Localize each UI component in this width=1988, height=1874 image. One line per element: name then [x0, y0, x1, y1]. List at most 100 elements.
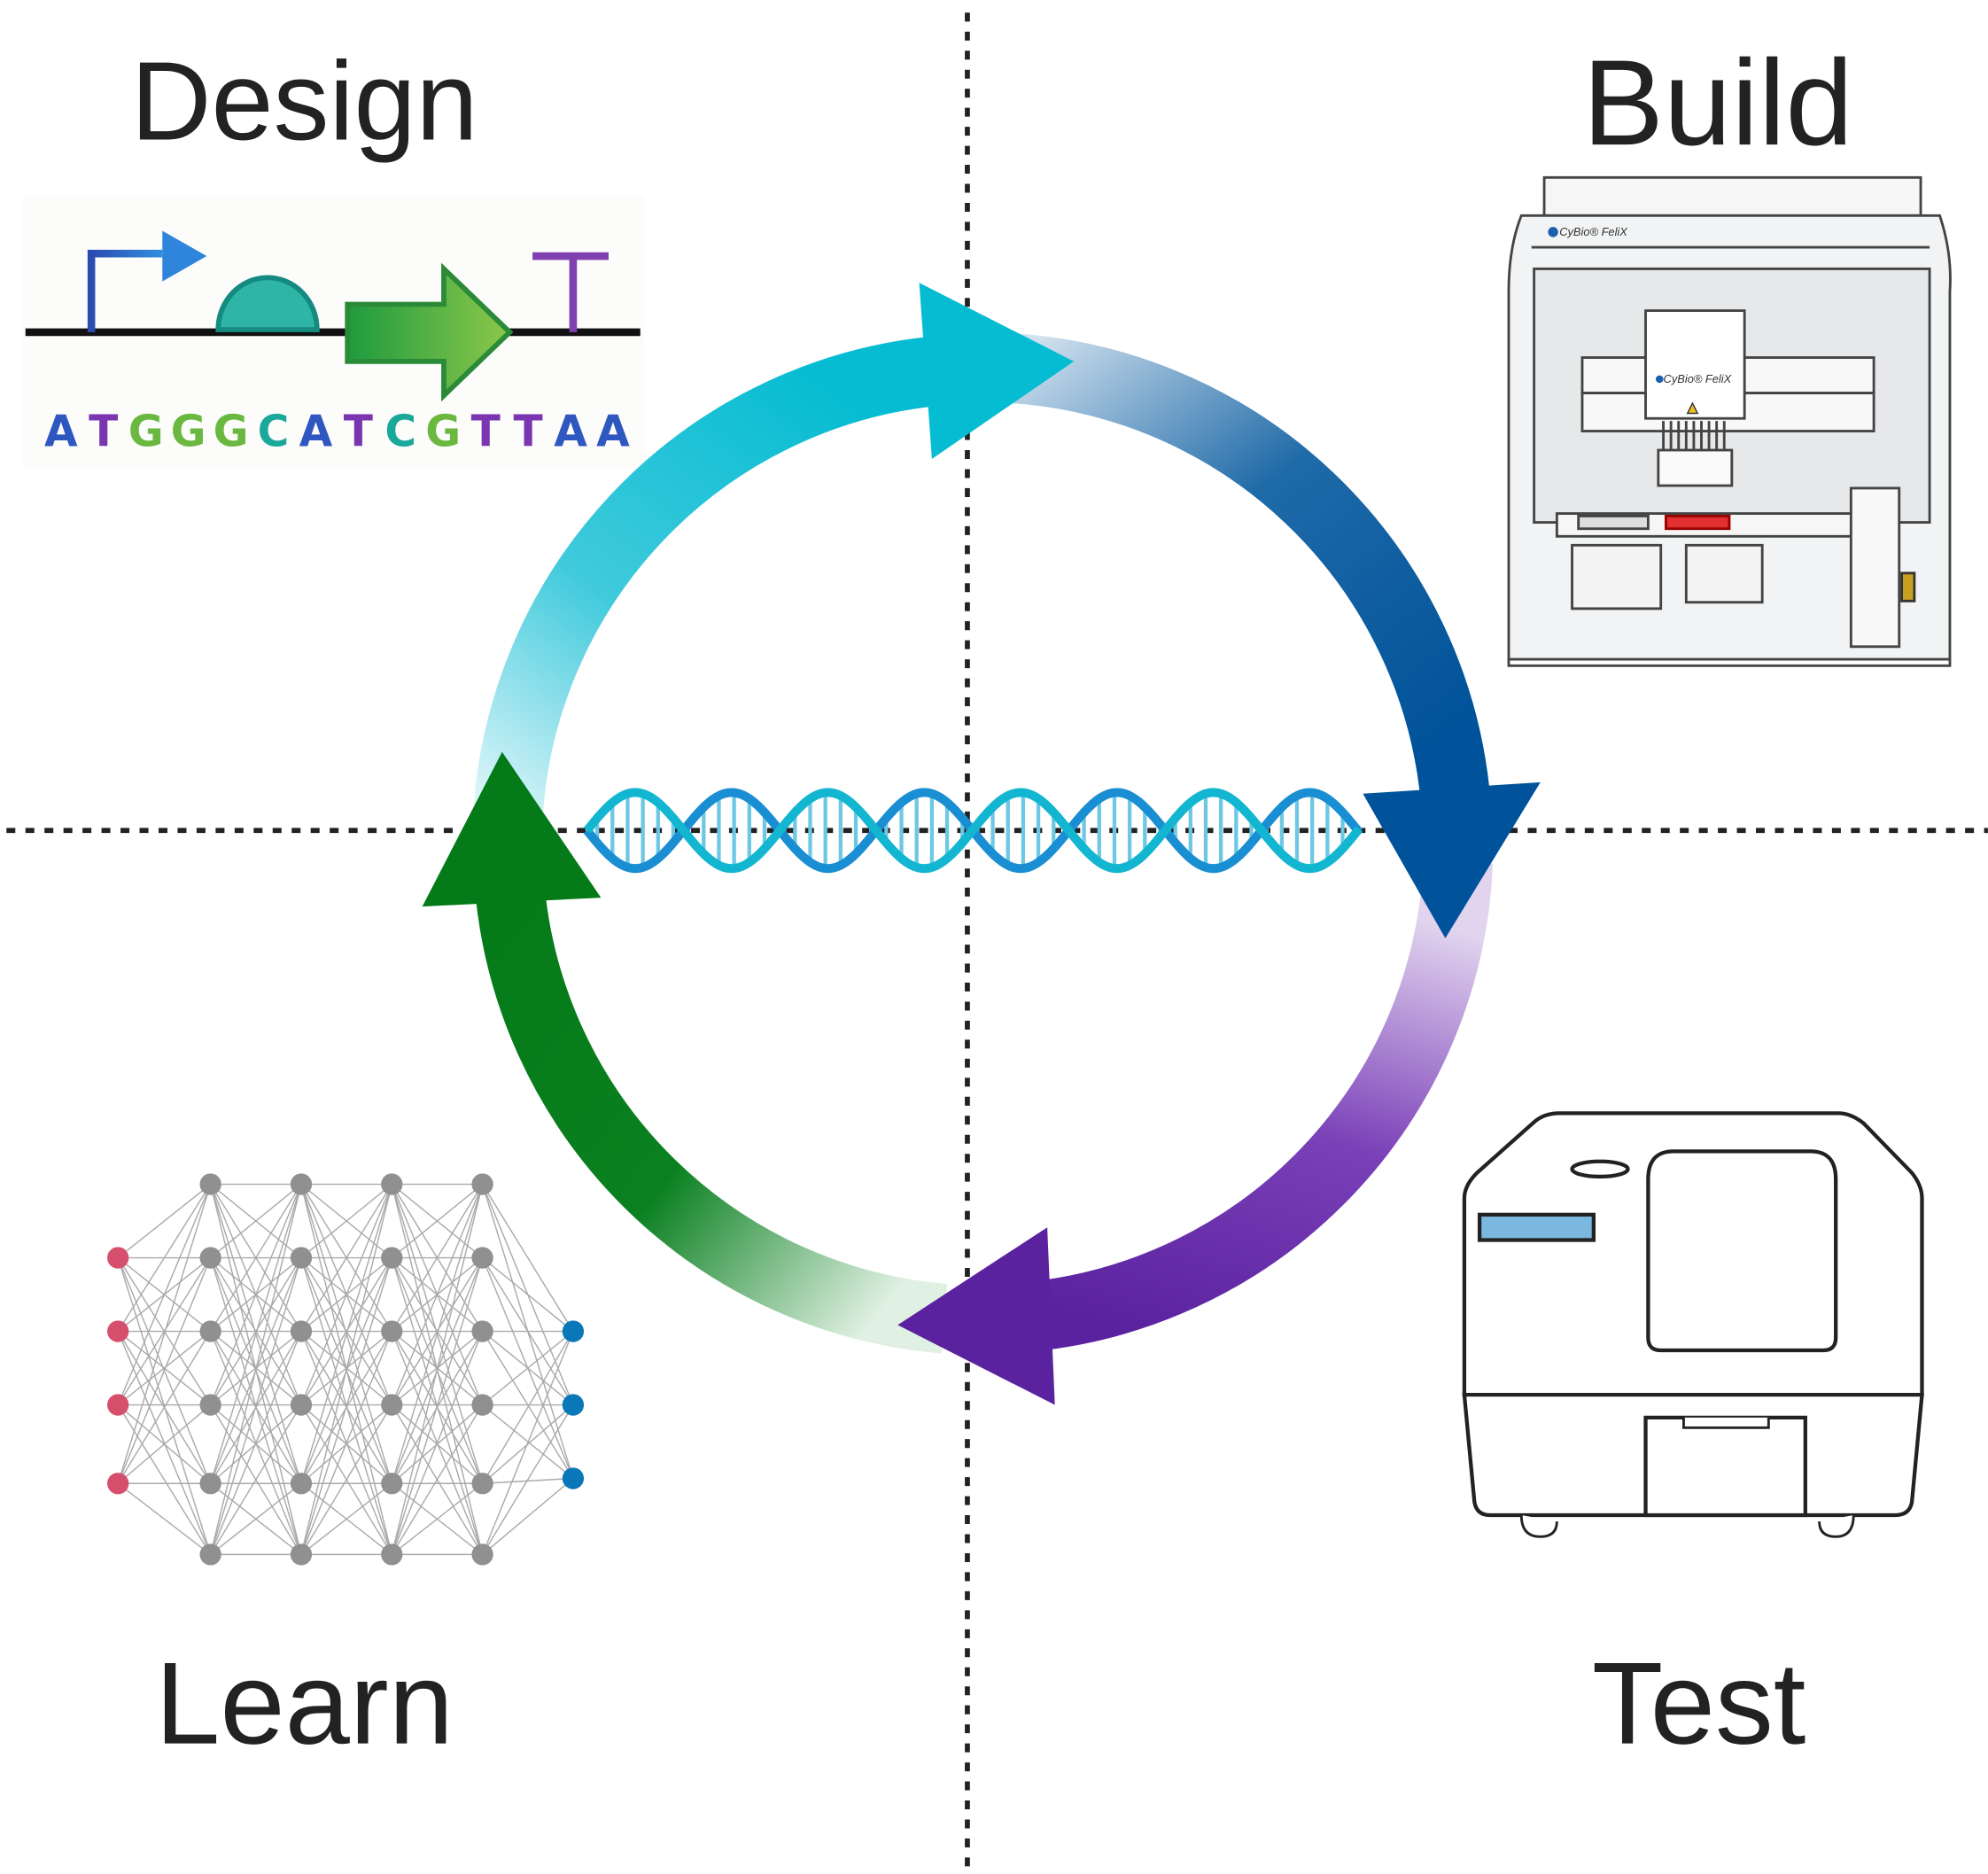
hidden-node	[290, 1173, 313, 1195]
dna-double-helix-icon	[583, 788, 1363, 874]
plate-reader-icon	[1462, 1111, 1924, 1538]
network-edge	[391, 1257, 484, 1555]
network-edge	[210, 1257, 302, 1405]
output-node	[562, 1467, 585, 1489]
rbs-icon	[215, 275, 320, 332]
hidden-node	[471, 1247, 493, 1269]
network-edge	[482, 1256, 574, 1333]
sequence-letter: T	[514, 408, 543, 457]
network-edge	[300, 1257, 392, 1405]
sequence-letter: T	[471, 408, 501, 457]
hidden-node	[290, 1394, 313, 1416]
network-edge	[391, 1404, 484, 1555]
network-edge	[391, 1331, 484, 1555]
hidden-node	[471, 1473, 493, 1495]
build-arc	[999, 332, 1491, 803]
network-edge	[300, 1183, 392, 1259]
hidden-node	[290, 1247, 313, 1269]
network-edge	[209, 1184, 302, 1484]
neural-network-icon	[107, 1173, 585, 1566]
hidden-node	[381, 1394, 403, 1416]
network-edge	[117, 1257, 212, 1484]
hidden-node	[381, 1544, 403, 1566]
arrowhead-to-learn-icon	[897, 1227, 1055, 1405]
network-edge	[300, 1482, 392, 1555]
test-label: Test	[1592, 1638, 1806, 1769]
network-edge	[117, 1404, 212, 1555]
network-edge	[481, 1404, 574, 1555]
network-edge	[117, 1331, 212, 1484]
hidden-node	[199, 1544, 221, 1566]
network-edge	[481, 1331, 574, 1555]
network-edge	[210, 1183, 302, 1259]
build-label: Build	[1582, 35, 1852, 171]
hidden-node	[471, 1544, 493, 1566]
output-node	[562, 1320, 585, 1342]
output-node	[562, 1394, 585, 1416]
learn-arc	[475, 884, 948, 1354]
network-edge	[391, 1482, 484, 1555]
hidden-node	[471, 1173, 493, 1195]
dna-strand	[583, 788, 1363, 874]
network-edge	[209, 1184, 302, 1405]
hidden-node	[199, 1173, 221, 1195]
sequence-letter: C	[384, 408, 416, 457]
network-edge	[391, 1257, 484, 1405]
hidden-node	[381, 1320, 403, 1342]
arrowhead-to-design-icon	[422, 751, 602, 907]
network-edge	[300, 1184, 392, 1484]
input-node	[107, 1247, 129, 1269]
network-edge	[117, 1183, 212, 1259]
network-edge	[117, 1184, 212, 1484]
sequence-letter: A	[596, 408, 630, 457]
network-edge	[300, 1184, 392, 1332]
arrowhead-to-test-icon	[1363, 781, 1541, 938]
network-edge	[391, 1184, 484, 1405]
sequence-letter: G	[128, 408, 164, 457]
design-arc	[472, 335, 948, 838]
sequence-letter: G	[214, 408, 249, 457]
hidden-node	[199, 1247, 221, 1269]
sequence-letter: A	[44, 408, 78, 457]
network-edge	[117, 1482, 212, 1555]
sequence-letter: G	[425, 408, 461, 457]
learn-label: Learn	[155, 1638, 454, 1769]
sequence-letter: T	[89, 408, 118, 457]
network-edge	[209, 1257, 302, 1555]
network-edge	[210, 1482, 302, 1555]
network-edge	[482, 1477, 573, 1484]
network-edge	[210, 1184, 302, 1332]
instrument-brand-label: CyBio® FeliX	[1559, 225, 1627, 238]
hidden-node	[381, 1247, 403, 1269]
network-edge	[300, 1404, 392, 1555]
network-edge	[300, 1184, 392, 1405]
hidden-node	[471, 1394, 493, 1416]
sequence-letter: G	[171, 408, 206, 457]
network-edge	[300, 1331, 392, 1555]
network-edge	[209, 1331, 302, 1555]
network-edge	[482, 1330, 574, 1406]
network-edge	[117, 1184, 212, 1332]
network-edge	[391, 1184, 484, 1555]
network-edge	[481, 1331, 574, 1484]
coding-sequence-icon	[345, 262, 514, 402]
hidden-node	[290, 1473, 313, 1495]
network-edge	[117, 1331, 212, 1555]
input-node	[107, 1394, 129, 1416]
network-edge	[117, 1257, 212, 1405]
network-edge	[391, 1183, 484, 1259]
dbtl-cycle	[422, 283, 1541, 1405]
hidden-node	[199, 1394, 221, 1416]
sequence-letter: C	[258, 408, 290, 457]
hidden-node	[290, 1320, 313, 1342]
hidden-node	[381, 1173, 403, 1195]
hidden-node	[199, 1473, 221, 1495]
hidden-node	[290, 1544, 313, 1566]
sequence-letter: T	[344, 408, 373, 457]
network-edge	[481, 1184, 574, 1332]
network-edge	[117, 1257, 212, 1555]
terminator-icon	[532, 252, 609, 332]
